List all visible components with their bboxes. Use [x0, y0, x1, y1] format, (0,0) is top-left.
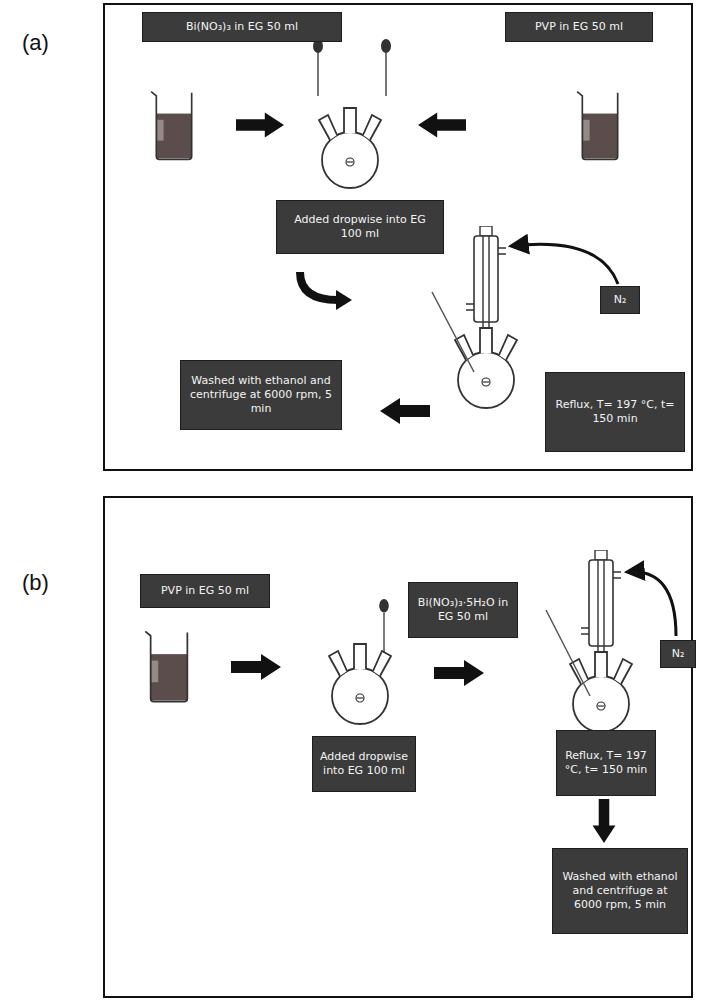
three-neck-flask [319, 108, 381, 188]
step-box: Added dropwise into EG 100 ml [276, 200, 444, 254]
step-box: Reflux, T= 197 °C, t= 150 min [545, 372, 685, 452]
step-box: N₂ [600, 286, 640, 314]
step-text: Reflux, T= 197 °C, t= 150 min [551, 398, 679, 426]
block-arrow [434, 660, 484, 686]
three-neck-flask [329, 644, 391, 724]
block-arrow [593, 799, 616, 843]
beaker [577, 92, 618, 160]
dropper [379, 599, 389, 654]
step-box: N₂ [660, 640, 696, 668]
step-box: Reflux, T= 197 °C, t= 150 min [556, 730, 656, 796]
three-neck-flask [455, 328, 517, 408]
step-text: N₂ [606, 293, 634, 307]
gas-inlet-arrow [628, 572, 676, 636]
thermometer [432, 292, 474, 372]
step-box: Washed with ethanol and centrifuge at 60… [552, 848, 688, 934]
curved-arrow-head [336, 290, 352, 310]
step-box: PVP in EG 50 ml [505, 12, 653, 42]
step-text: Washed with ethanol and centrifuge at 60… [186, 374, 336, 415]
panel-label: (a) [22, 30, 49, 56]
panel-frame [104, 4, 692, 470]
step-text: Bi(NO₃)₃ in EG 50 ml [148, 20, 336, 34]
step-box: Added dropwise into EG 100 ml [312, 736, 416, 792]
dropper [313, 39, 323, 96]
step-text: PVP in EG 50 ml [511, 20, 647, 34]
step-box: Bi(NO₃)₃·5H₂O in EG 50 ml [408, 582, 518, 638]
step-text: Added dropwise into EG 100 ml [318, 750, 410, 778]
step-text: N₂ [666, 647, 690, 661]
step-text: Washed with ethanol and centrifuge at 60… [558, 870, 682, 911]
block-arrow [231, 654, 281, 680]
step-box: Washed with ethanol and centrifuge at 60… [180, 360, 342, 430]
condenser [581, 550, 621, 660]
beaker [151, 92, 192, 160]
gas-inlet-arrow [512, 244, 618, 284]
beaker [145, 631, 187, 701]
thermometer [546, 610, 590, 696]
block-arrow [418, 113, 466, 138]
block-arrow [236, 113, 284, 138]
step-text: Bi(NO₃)₃·5H₂O in EG 50 ml [414, 596, 512, 624]
dropper [381, 39, 391, 96]
panel-frame [104, 497, 692, 997]
step-text: PVP in EG 50 ml [146, 584, 264, 598]
step-text: Reflux, T= 197 °C, t= 150 min [562, 749, 650, 777]
panel-label: (b) [22, 570, 49, 596]
condenser [466, 226, 506, 336]
block-arrow [380, 398, 430, 424]
step-text: Added dropwise into EG 100 ml [282, 213, 438, 241]
three-neck-flask [570, 652, 632, 732]
step-box: PVP in EG 50 ml [140, 574, 270, 608]
curved-arrow [300, 272, 338, 300]
step-box: Bi(NO₃)₃ in EG 50 ml [142, 12, 342, 42]
